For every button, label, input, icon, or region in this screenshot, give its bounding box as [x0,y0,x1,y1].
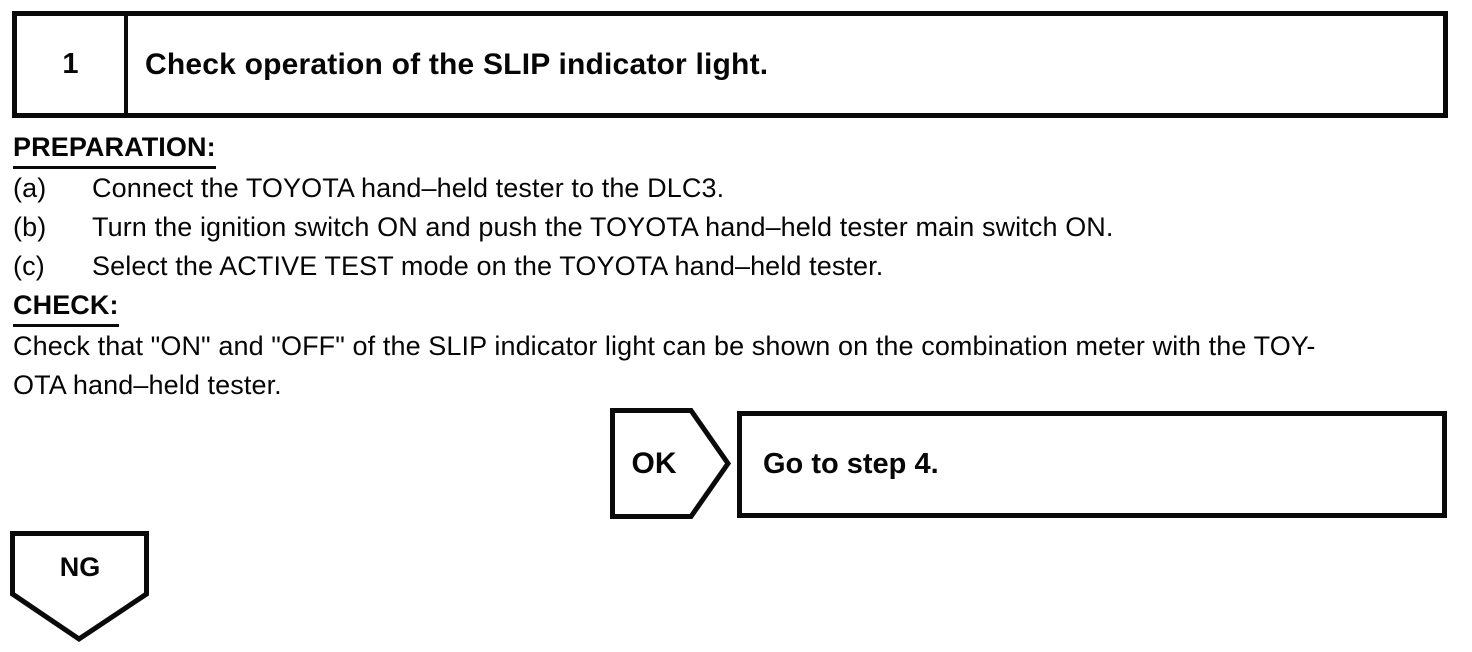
ok-action-box: Go to step 4. [737,411,1447,518]
preparation-heading-line: PREPARATION: [13,128,1465,169]
step-header-box: 1 Check operation of the SLIP indicator … [12,11,1448,118]
list-text: Connect the TOYOTA hand–held tester to t… [92,173,725,203]
list-label: (c) [13,251,45,281]
ok-action-text: Go to step 4. [763,448,939,480]
step-number-cell: 1 [17,16,128,113]
preparation-item-a: (a) Connect the TOYOTA hand–held tester t… [13,169,1465,208]
ng-pentagon-icon [10,531,149,643]
ng-connector-shape [10,531,150,643]
preparation-item-b: (b) Turn the ignition switch ON and push … [13,208,1465,247]
check-text-line-2: OTA hand–held tester. [13,370,282,400]
list-text: Turn the ignition switch ON and push the… [92,212,1114,242]
ok-connector-shape [610,408,732,519]
list-label: (a) [13,173,47,203]
ng-connector-label: NG [59,551,101,582]
step-number: 1 [62,48,79,80]
instructions-block: PREPARATION: (a) Connect the TOYOTA hand–… [13,128,1465,405]
check-text-line-1: Check that "ON" and "OFF" of the SLIP in… [13,331,1316,361]
list-label: (b) [13,212,47,242]
step-title-cell: Check operation of the SLIP indicator li… [128,16,1443,113]
step-title: Check operation of the SLIP indicator li… [145,47,769,81]
check-heading-line: CHECK: [13,286,1465,327]
list-text: Select the ACTIVE TEST mode on the TOYOT… [92,251,884,281]
check-heading: CHECK: [13,287,119,327]
preparation-item-c: (c) Select the ACTIVE TEST mode on the TO… [13,247,1465,286]
ok-connector-label: OK [631,446,677,480]
preparation-heading: PREPARATION: [13,129,216,169]
ok-pentagon-icon [610,408,732,519]
